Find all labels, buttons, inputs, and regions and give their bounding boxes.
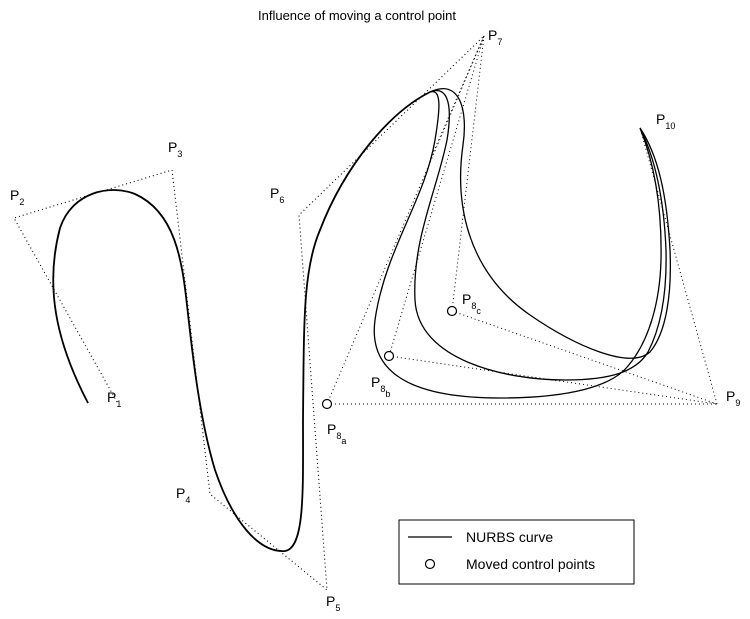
control-polygon-p8c-p9 <box>451 310 718 405</box>
label-p8a: P8a <box>327 421 346 446</box>
control-polygon-p7-p8b <box>388 35 485 357</box>
control-polygon <box>13 35 485 592</box>
moved-control-point-p8a <box>321 398 333 410</box>
nurbs-curve-variant-a <box>373 90 662 399</box>
control-polygon-p7-p8a <box>326 35 485 405</box>
label-p3: P3 <box>168 139 182 159</box>
control-polygon-p7-p8c <box>451 35 485 312</box>
nurbs-curve-variant-b <box>414 89 667 381</box>
legend-box <box>398 519 635 585</box>
legend: NURBS curve Moved control points <box>398 519 635 585</box>
control-polygon-p9-p10 <box>639 127 718 405</box>
figure-title: Influence of moving a control point <box>258 8 456 23</box>
nurbs-curve-shared <box>52 91 431 552</box>
label-p1: P1 <box>107 389 121 409</box>
label-p9: P9 <box>726 388 740 408</box>
legend-marker-swatch <box>424 558 436 570</box>
control-polygon-p8b-p9 <box>388 355 718 405</box>
label-p6: P6 <box>270 185 284 205</box>
label-p10: P10 <box>656 111 675 131</box>
legend-curve-label: NURBS curve <box>466 529 553 545</box>
label-p2: P2 <box>10 187 24 207</box>
nurbs-curve-variant-c <box>429 88 671 359</box>
label-p7: P7 <box>488 27 502 47</box>
moved-control-point-p8b <box>383 350 395 362</box>
label-p8c: P8c <box>462 291 481 316</box>
legend-marker-label: Moved control points <box>466 556 595 572</box>
label-p5: P5 <box>326 593 340 613</box>
label-p4: P4 <box>176 485 190 505</box>
moved-control-point-p8c <box>446 305 458 317</box>
label-p8b: P8b <box>371 374 390 399</box>
